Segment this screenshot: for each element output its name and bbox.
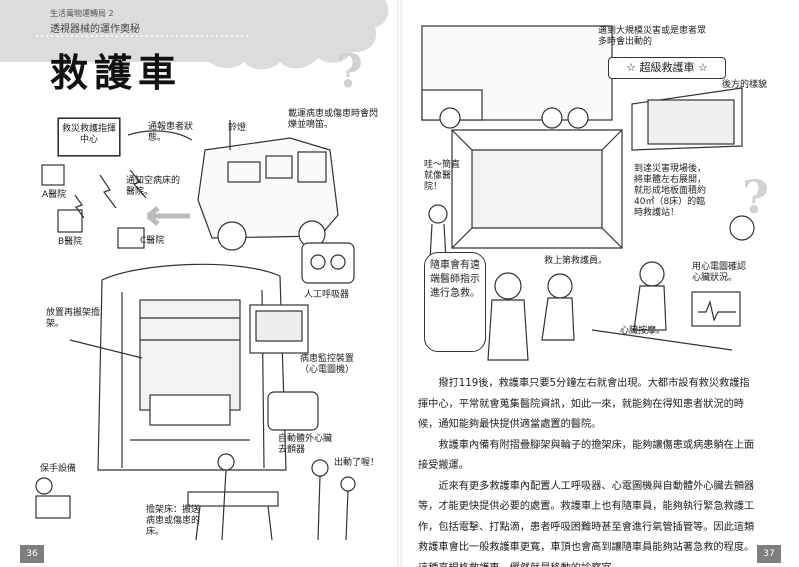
- page-title: 救護車: [50, 51, 183, 95]
- page-number-right: 37: [757, 545, 781, 563]
- large-disaster-label: 遇到大規模災害或是患者眾多時會出動的: [598, 26, 707, 47]
- clinic-description: 到達災害現場後，將車體左右展開，就形成地板面積約40㎡（8床）的臨時救護站！: [634, 164, 707, 218]
- notify-patient-label: 通報患者狀態。: [148, 122, 194, 143]
- wow-label: 哇～簡直就像醫院！: [424, 160, 461, 192]
- pulse-wrap-label: 保手設備: [40, 464, 77, 474]
- star-icon: ☆: [626, 61, 640, 74]
- notify-empty-beds-label: 通知空病床的醫院。: [126, 176, 181, 197]
- rear-view-label: 後方的樣貌: [722, 80, 768, 90]
- heart-monitor-label: 用心電圖確認心臟狀況。: [692, 262, 747, 283]
- question-mark-icon: ?: [742, 170, 769, 224]
- aed-label: 自動體外心臟去顫器: [278, 434, 333, 455]
- siren-description: 載運病患或傷患時會閃爍並鳴笛。: [288, 109, 379, 130]
- hospital-b-label: B醫院: [58, 237, 83, 247]
- ambulance-illustration: [35, 117, 356, 541]
- stretcher-label: 擔架床：搬送病患或傷患的床。: [146, 505, 201, 537]
- star-icon: ☆: [694, 61, 708, 74]
- shelf-label: 放置再搬架擔架。: [46, 308, 101, 329]
- header-cloud: [0, 0, 389, 70]
- super-ambulance-banner: ☆ 超級救護車 ☆: [608, 57, 726, 79]
- page-gutter: [397, 0, 402, 567]
- right-page: 遇到大規模災害或是患者眾多時會出動的 ☆ 超級救護車 ☆ 後方的樣貌 哇～簡直就…: [402, 0, 799, 567]
- go-label: 出動了喔！: [334, 458, 380, 468]
- super-ambulance-illustration: [421, 25, 755, 361]
- hospital-c-label: C醫院: [140, 236, 165, 246]
- hospital-a-label: A醫院: [42, 190, 67, 200]
- dispatch-center-label: 救災救護指揮中心: [58, 118, 120, 156]
- paragraph: 救護車內備有附摺疊腳架與輪子的擔架床，能夠讓傷患或病患躺在上面接受搬運。: [418, 439, 755, 472]
- chapter-subtitle: 透視器械的運作奧秘: [50, 24, 140, 35]
- series-name: 生活萬物運轉局 2: [50, 9, 114, 18]
- cpr-label: 心臟按摩。: [620, 326, 666, 336]
- left-page: 生活萬物運轉局 2 透視器械的運作奧秘 救護車 ?: [0, 0, 397, 567]
- emt-label: 救上第救護員。: [544, 256, 608, 266]
- paragraph: 撥打119後，救護車只要5分鐘左右就會出現。大都市設有救災救護指揮中心，平常就會…: [418, 378, 750, 430]
- question-mark-icon: ?: [336, 44, 363, 98]
- page-number-left: 36: [20, 545, 44, 563]
- body-text: 撥打119後，救護車只要5分鐘左右就會出現。大都市設有救災救護指揮中心，平常就會…: [418, 374, 758, 567]
- super-ambulance-title: 超級救護車: [639, 61, 695, 74]
- ventilator-label: 人工呼吸器: [304, 290, 350, 300]
- paragraph: 近來有更多救護車內配置人工呼吸器、心電圖機與自動體外心臟去顫器等，才能更快提供必…: [418, 480, 755, 567]
- siren-label: 鈴燈: [228, 123, 247, 133]
- monitor-label: 病患監控裝置（心電圖機）: [300, 354, 355, 375]
- doctor-guidance-bubble: 隨車會有遠端醫師指示進行急救。: [424, 252, 486, 352]
